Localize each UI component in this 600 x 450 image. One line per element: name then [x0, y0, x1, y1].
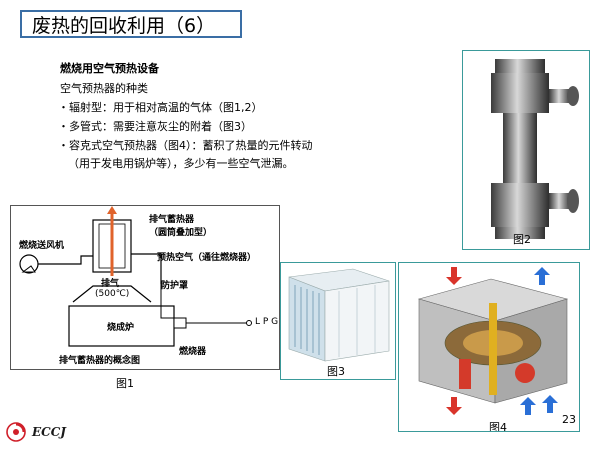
figure2-preheater-image — [491, 59, 579, 239]
label-furnace: 烧成炉 — [107, 323, 135, 333]
air-line — [38, 255, 93, 265]
regenerator-diagram-svg — [19, 206, 252, 347]
eccj-logo-icon — [6, 422, 26, 442]
label-lpg: L P G — [255, 317, 279, 327]
label-burner: 燃烧器 — [179, 347, 207, 357]
bullet-item: 辐射型：用于相对高温的气体（图1,2） — [58, 98, 313, 117]
preheated-air-line — [131, 253, 162, 284]
bullet-list: 辐射型：用于相对高温的气体（图1,2） 多管式：需要注意灰尘的附着（图3） 容克… — [58, 98, 313, 155]
title-box: 废热的回收利用（6） — [20, 10, 242, 38]
label-regenerator-type: （圆筒叠加型） — [149, 228, 213, 238]
outflow-red-arrow — [446, 397, 462, 415]
shield-outline — [72, 285, 152, 303]
eccj-logo: ECCJ — [6, 422, 66, 442]
figure4-caption: 图4 — [489, 421, 507, 432]
label-preheated-air: 预热空气（通往燃烧器） — [157, 253, 257, 263]
page-number: 23 — [562, 413, 576, 426]
figure2-caption: 图2 — [513, 233, 531, 246]
label-blower: 燃烧送风机 — [19, 241, 65, 251]
inflow-blue-arrow — [520, 397, 536, 415]
label-shield: 防护罩 — [161, 281, 189, 291]
figure1-caption: 图1 — [116, 377, 134, 390]
bullet-note: （用于发电用锅炉等），多少有一些空气泄漏。 — [68, 157, 294, 170]
figure2-frame: 图2 — [462, 50, 590, 250]
figure4-preheater-image — [417, 267, 569, 415]
slide-title: 废热的回收利用（6） — [32, 14, 216, 37]
subheading: 空气预热器的种类 — [60, 82, 148, 95]
bullet-item: 多管式：需要注意灰尘的附着（图3） — [58, 117, 313, 136]
blower-base — [21, 265, 36, 273]
eccj-logo-text: ECCJ — [32, 425, 66, 439]
label-concept: 排气蓄热器的概念图 — [59, 356, 141, 366]
label-regenerator: 排气蓄热器 — [149, 215, 195, 225]
figure4-frame: 图4 — [398, 262, 580, 432]
inflow-blue-arrow-2 — [542, 395, 558, 413]
inflow-red-arrow — [446, 267, 462, 285]
bullet-item: 容克式空气预热器（图4）：蓄积了热量的元件转动 — [58, 136, 313, 155]
figure1-diagram: 燃烧送风机 排气蓄热器 （圆筒叠加型） 预热空气（通往燃烧器） 排气 (500℃… — [10, 205, 280, 370]
burner-icon — [173, 317, 187, 329]
label-exhaust-temp: (500℃) — [95, 289, 130, 299]
figure3-caption: 图3 — [327, 365, 345, 378]
outflow-blue-arrow — [534, 267, 550, 285]
figure3-frame: 图3 — [280, 262, 396, 380]
section-heading: 燃烧用空气预热设备 — [60, 62, 159, 75]
label-exhaust: 排气 — [101, 279, 120, 289]
figure3-preheater-image — [288, 268, 390, 362]
